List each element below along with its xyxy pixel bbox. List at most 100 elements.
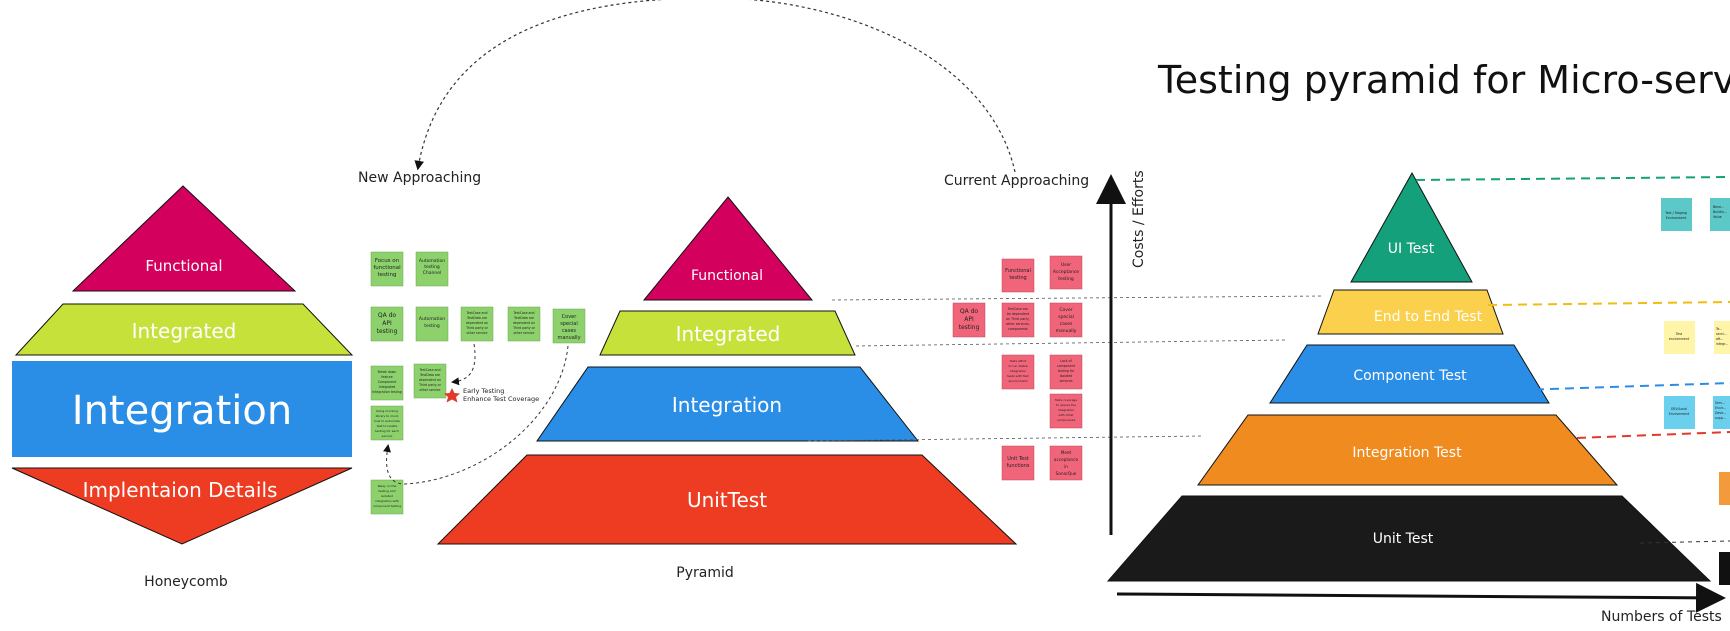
- svg-text:components: components: [1008, 327, 1028, 331]
- svg-text:dependent on: dependent on: [466, 321, 488, 325]
- svg-text:isolated: isolated: [381, 494, 393, 498]
- sticky-note[interactable]: QA do API testing: [952, 302, 986, 338]
- current-approach-section: Current Approaching Functional testing U…: [944, 173, 1089, 481]
- svg-text:Third party or: Third party or: [512, 326, 536, 330]
- sticky-note[interactable]: Te... servi... aft... integr...: [1714, 321, 1730, 354]
- pyramid-integration-label: Integration: [672, 393, 782, 417]
- pyramid-unit-label: UnitTest: [687, 488, 767, 512]
- sticky-note[interactable]: Lack of component testing for isolated s…: [1049, 354, 1083, 390]
- svg-text:manually: manually: [557, 335, 580, 341]
- svg-text:testing: testing: [1058, 276, 1074, 282]
- connector-arrow: [383, 345, 569, 485]
- sticky-note[interactable]: Focus on functional testing: [370, 251, 404, 287]
- honeycomb-implementation-layer: [11, 467, 353, 545]
- svg-text:Relay on the: Relay on the: [378, 484, 397, 488]
- svg-text:service: service: [382, 434, 393, 438]
- unit-level-line: [1639, 540, 1730, 544]
- ui-test-label: UI Test: [1388, 241, 1435, 257]
- svg-text:tests with Test: tests with Test: [1007, 374, 1029, 378]
- sticky-note[interactable]: Cover special cases manually: [1049, 302, 1083, 338]
- svg-text:Environment: Environment: [1669, 412, 1690, 416]
- honeycomb-integrated-layer: [14, 303, 354, 356]
- sticky-note[interactable]: Cover special cases manually: [552, 308, 586, 344]
- sticky-note[interactable]: Automation testing: [415, 306, 449, 342]
- svg-text:Test: Test: [1675, 332, 1683, 336]
- sticky-note[interactable]: [1719, 552, 1730, 585]
- sticky-note[interactable]: Relay on the testing and isolated integr…: [370, 479, 404, 515]
- unit-test-label: Unit Test: [1373, 531, 1434, 547]
- svg-text:cases: cases: [562, 328, 576, 334]
- sticky-note[interactable]: Tests coverage to assure the integration…: [1049, 393, 1083, 429]
- unit-test-layer: [1106, 495, 1712, 582]
- svg-text:TestData are: TestData are: [513, 316, 534, 320]
- y-axis-label: Costs / Efforts: [1131, 170, 1147, 268]
- svg-text:manually: manually: [1056, 328, 1077, 334]
- svg-text:integration: integration: [1058, 408, 1075, 412]
- svg-text:Integrated: Integrated: [379, 385, 396, 389]
- e2e-test-label: End to End Test: [1374, 309, 1483, 325]
- sticky-note[interactable]: Tests effort to run stable integration t…: [1001, 354, 1035, 390]
- svg-text:Tests coverage: Tests coverage: [1054, 398, 1078, 402]
- svg-text:Using mocking: Using mocking: [376, 409, 398, 413]
- pyramid-model: Functional Integrated Integration UnitTe…: [436, 196, 1018, 581]
- sticky-note[interactable]: TestCase can be dependent on Third party…: [1001, 302, 1035, 338]
- svg-text:Functional: Functional: [1005, 268, 1031, 274]
- sticky-note[interactable]: Test / Staging Environment: [1661, 198, 1692, 231]
- svg-text:services: services: [1059, 379, 1072, 383]
- svg-text:functions: functions: [1006, 463, 1029, 469]
- level-guide-line: [855, 339, 1286, 347]
- sticky-note[interactable]: Meet acceptance in SonarQue: [1049, 445, 1083, 481]
- svg-text:testing: testing: [424, 323, 440, 329]
- pyramid-integrated-label: Integrated: [676, 322, 781, 346]
- svg-text:Lack of: Lack of: [1060, 359, 1072, 363]
- sticky-note[interactable]: TestCase and TestData are dependent on T…: [507, 306, 541, 342]
- svg-text:Envir...: Envir...: [1715, 406, 1726, 410]
- svg-text:integration: integration: [1010, 369, 1027, 373]
- svg-text:API: API: [382, 320, 392, 327]
- honeycomb-functional-label: Functional: [145, 257, 222, 275]
- svg-text:be dependent: be dependent: [1007, 312, 1030, 316]
- svg-text:Channel: Channel: [423, 270, 441, 276]
- sticky-note[interactable]: DEV/Local Environment: [1664, 396, 1695, 429]
- svg-text:Component: Component: [378, 380, 397, 384]
- svg-text:Value: Value: [1713, 215, 1722, 219]
- svg-text:Bene...: Bene...: [1713, 205, 1724, 209]
- svg-text:special: special: [1058, 314, 1074, 320]
- sticky-note[interactable]: Functional testing: [1001, 258, 1035, 293]
- svg-text:TestData are: TestData are: [466, 316, 487, 320]
- honeycomb-implementation-label: Implentaion Details: [83, 478, 278, 502]
- svg-text:testing: testing: [377, 328, 398, 335]
- svg-text:dependent on: dependent on: [419, 378, 441, 382]
- component-test-label: Component Test: [1353, 368, 1467, 384]
- svg-text:feature: feature: [381, 375, 393, 379]
- sticky-note[interactable]: Break down feature Component Integrated …: [370, 365, 404, 401]
- pyramid-integration-layer: [536, 366, 920, 442]
- svg-text:other service: other service: [420, 388, 441, 392]
- sticky-note[interactable]: TestCase and TestData are dependent on T…: [413, 363, 447, 399]
- sticky-note[interactable]: Unit Test functions: [1001, 445, 1035, 481]
- svg-text:User: User: [1061, 262, 1071, 268]
- integration-test-layer: [1197, 414, 1619, 486]
- sticky-note[interactable]: Test environment: [1664, 321, 1695, 354]
- micro-pyramid-title: Testing pyramid for Micro-servic: [1157, 58, 1730, 102]
- integration-level-line: [1576, 431, 1730, 439]
- ui-level-line: [1415, 176, 1730, 181]
- sticky-note[interactable]: QA do API testing: [370, 306, 404, 342]
- sticky-note[interactable]: TestCase and TestData are dependent on T…: [460, 306, 494, 342]
- sticky-note[interactable]: Automation testing Channel: [415, 251, 449, 287]
- svg-text:servi...: servi...: [1716, 332, 1727, 336]
- svg-text:component: component: [1057, 364, 1076, 368]
- honeycomb-caption: Honeycomb: [144, 574, 228, 590]
- sticky-note[interactable]: [1719, 472, 1730, 505]
- honeycomb-model: Functional Integrated Integration Implen…: [11, 185, 354, 590]
- svg-text:Acceptance: Acceptance: [1053, 269, 1079, 275]
- sticky-note[interactable]: Using mocking library to mock how to aut…: [370, 405, 404, 441]
- sticky-note[interactable]: User Acceptance testing: [1049, 255, 1083, 290]
- svg-text:in: in: [1064, 464, 1068, 469]
- svg-text:cases: cases: [1060, 322, 1073, 327]
- svg-text:QA do: QA do: [378, 312, 397, 319]
- svg-text:environment: environment: [1008, 379, 1028, 383]
- sticky-note[interactable]: Serv... Envir... Deve... supp...: [1713, 396, 1730, 429]
- svg-text:supp...: supp...: [1715, 416, 1726, 420]
- sticky-note[interactable]: Bene... Buildin... Value: [1710, 198, 1730, 231]
